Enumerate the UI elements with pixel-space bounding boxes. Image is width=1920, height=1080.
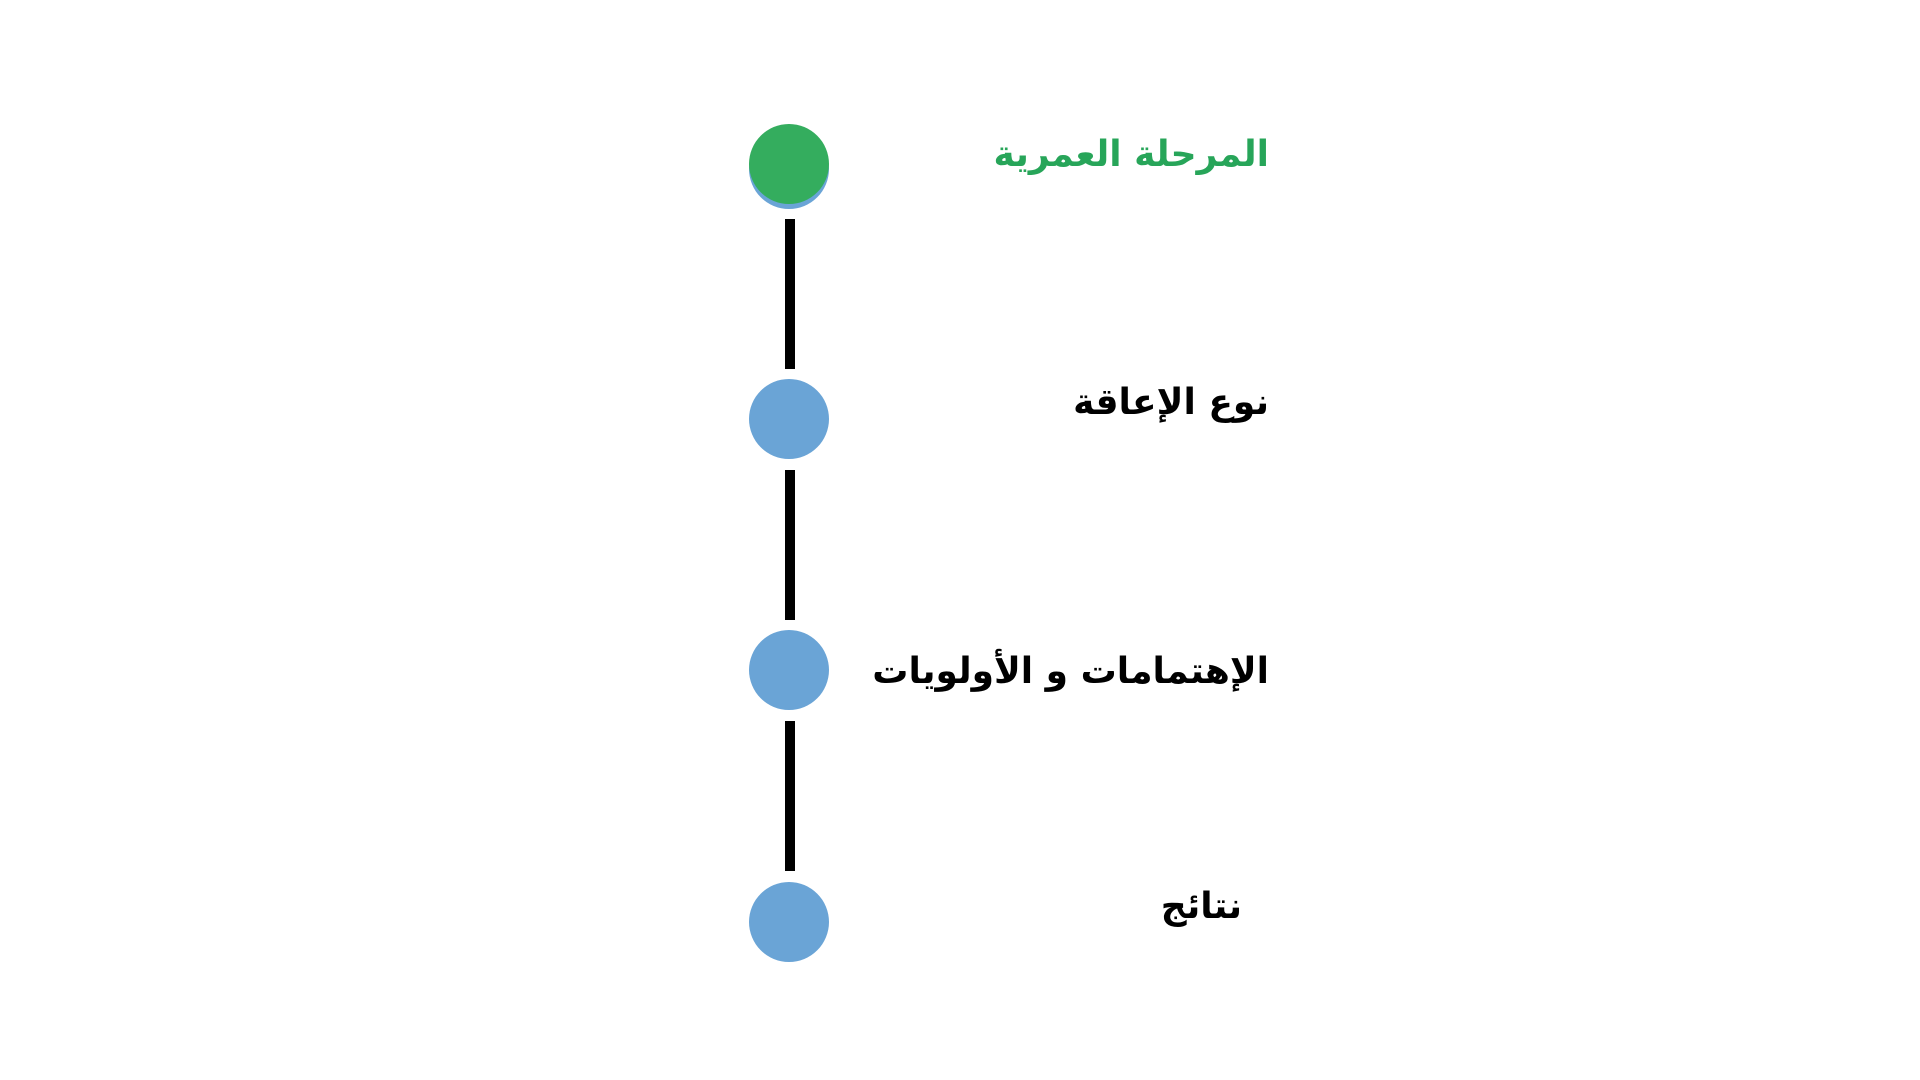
step-4-dot[interactable] [749,882,829,962]
step-4-label[interactable]: نتائج [1160,886,1242,927]
step-connector-2 [785,470,795,620]
step-1-label[interactable]: المرحلة العمرية [993,134,1269,175]
step-3-label[interactable]: الإهتمامات و الأولويات [872,651,1269,692]
step-1-dot[interactable] [749,124,829,204]
step-2-label[interactable]: نوع الإعاقة [1073,382,1269,423]
step-2-dot[interactable] [749,379,829,459]
step-connector-1 [785,219,795,369]
step-3-dot[interactable] [749,630,829,710]
step-connector-3 [785,721,795,871]
